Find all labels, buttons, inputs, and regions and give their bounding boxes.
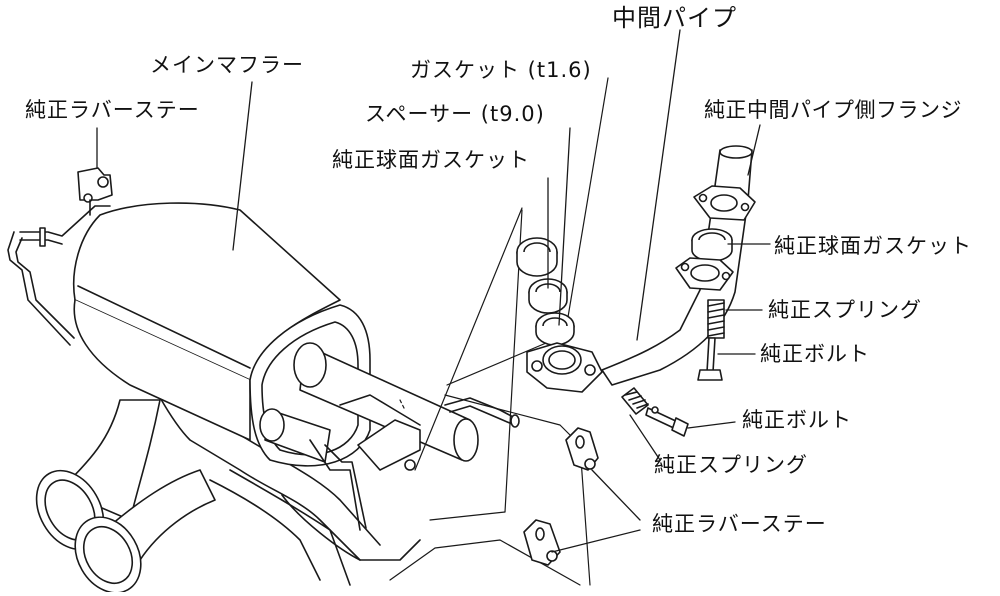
oem-bolt-right [697,337,723,381]
label-middle-pipe: 中間パイプ [612,4,737,32]
middle-hanger [444,397,520,428]
oem-flange-right [675,185,756,291]
label-bolt-bottom: 純正ボルト [742,408,852,432]
center-bracket [309,394,421,531]
label-main-muffler: メインマフラー [150,53,304,77]
label-leaders [96,29,771,553]
rubber-stay-top [77,167,113,216]
label-spring-right: 純正スプリング [768,298,922,322]
tail-pipes [35,399,216,594]
label-rubber-stay-top: 純正ラバーステー [25,98,200,122]
label-spring-bottom: 純正スプリング [654,453,808,477]
oem-spring-right [707,299,725,339]
label-bolt-right: 純正ボルト [760,342,870,366]
rubber-stay-middle [565,427,599,471]
oem-bolt-bottom [645,406,689,437]
label-rubber-stay-bottom: 純正ラバーステー [652,512,827,536]
oem-spring-bottom [621,387,649,415]
hanger-rod [7,205,111,346]
label-spherical-gasket-right: 純正球面ガスケット [774,234,972,258]
label-middle-pipe-flange: 純正中間パイプ側フランジ [704,98,962,122]
rubber-stay-bottom [523,519,561,566]
main-muffler [72,202,479,467]
label-gasket: ガスケット (t1.6) [410,58,592,82]
label-spherical-gasket-left: 純正球面ガスケット [332,148,530,172]
label-spacer: スペーサー (t9.0) [365,102,545,126]
gasket-stack [516,237,575,346]
